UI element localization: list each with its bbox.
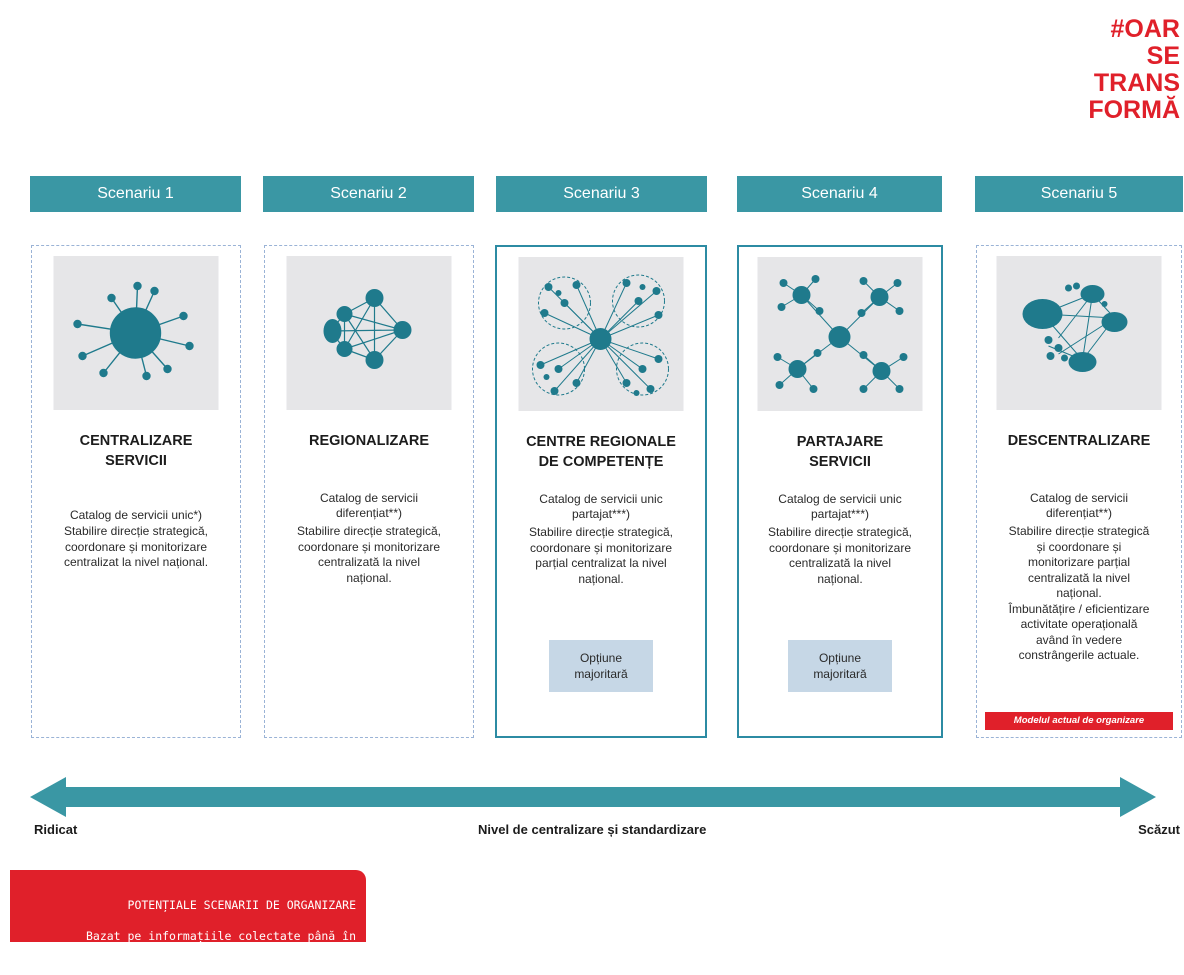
scenario-4-card: PARTAJARE SERVICII Catalog de servicii u…: [737, 245, 943, 738]
majority-option-badge: Opțiune majoritară: [788, 640, 892, 692]
scenario-3-header: Scenariu 3: [496, 176, 707, 212]
scenario-5-card: DESCENTRALIZARE Catalog de servicii dife…: [976, 245, 1182, 738]
majority-option-badge: Opțiune majoritară: [549, 640, 653, 692]
scenario-5-header: Scenariu 5: [975, 176, 1183, 212]
scenario-4-header: Scenariu 4: [737, 176, 942, 212]
single-hub-network-icon: [53, 256, 219, 410]
scenario-description: Stabilire direcție strategică, coordonar…: [63, 524, 209, 569]
catalog-text: Catalog de servicii unic partajat***): [778, 492, 902, 521]
scenario-3-card: CENTRE REGIONALE DE COMPETENȚE Catalog d…: [495, 245, 707, 738]
note-title: POTENȚIALE SCENARII DE ORGANIZARE: [127, 897, 356, 912]
axis-center-label: Nivel de centralizare și standardizare: [478, 822, 707, 837]
scenario-title: CENTRALIZARE SERVICII: [79, 433, 193, 469]
catalog-text: Catalog de servicii unic partajat***): [539, 492, 663, 521]
axis-left-label: Ridicat: [34, 822, 78, 837]
scenario-title: PARTAJARE SERVICII: [796, 434, 884, 470]
decentralized-network-icon: [996, 256, 1162, 410]
catalog-text: Catalog de servicii unic*): [69, 508, 203, 522]
scenario-title: CENTRE REGIONALE DE COMPETENȚE: [526, 434, 676, 470]
scenario-title: REGIONALIZARE: [308, 433, 430, 449]
mesh-network-icon: [286, 256, 452, 410]
scenario-description: Stabilire direcție strategică, coordonar…: [296, 524, 442, 585]
shared-services-network-icon: [757, 257, 923, 411]
scenario-1-header: Scenariu 1: [30, 176, 241, 212]
scenario-2-header: Scenariu 2: [263, 176, 474, 212]
scenario-1-card: CENTRALIZARE SERVICII Catalog de servici…: [31, 245, 241, 738]
brand-line: SE: [1146, 42, 1180, 70]
note-subtitle: Bazat pe informațiile colectate până în …: [85, 928, 356, 959]
scenario-title: DESCENTRALIZARE: [1007, 433, 1151, 449]
catalog-text: Catalog de servicii diferențiat**): [1029, 491, 1129, 520]
centralization-axis-arrow: [30, 777, 1156, 817]
scenario-description: Stabilire direcție strategică, coordonar…: [767, 525, 913, 586]
brand-hashtag: #OAR SE TRANS FORMĂ: [1030, 16, 1180, 124]
scenario-description: Stabilire direcție strategică, coordonar…: [528, 525, 674, 586]
brand-line: #OAR: [1110, 15, 1180, 43]
potential-scenarios-note: POTENȚIALE SCENARII DE ORGANIZARE Bazat …: [10, 870, 366, 958]
regional-clusters-network-icon: [518, 257, 684, 411]
axis-right-label: Scăzut: [1138, 822, 1180, 837]
scenario-description: Stabilire direcție strategică și coordon…: [1008, 524, 1150, 662]
brand-line: FORMĂ: [1088, 96, 1180, 124]
scenario-2-card: REGIONALIZARE Catalog de servicii difere…: [264, 245, 474, 738]
current-model-badge: Modelul actual de organizare: [985, 712, 1173, 730]
brand-line: TRANS: [1093, 69, 1180, 97]
catalog-text: Catalog de servicii diferențiat**): [319, 491, 419, 520]
